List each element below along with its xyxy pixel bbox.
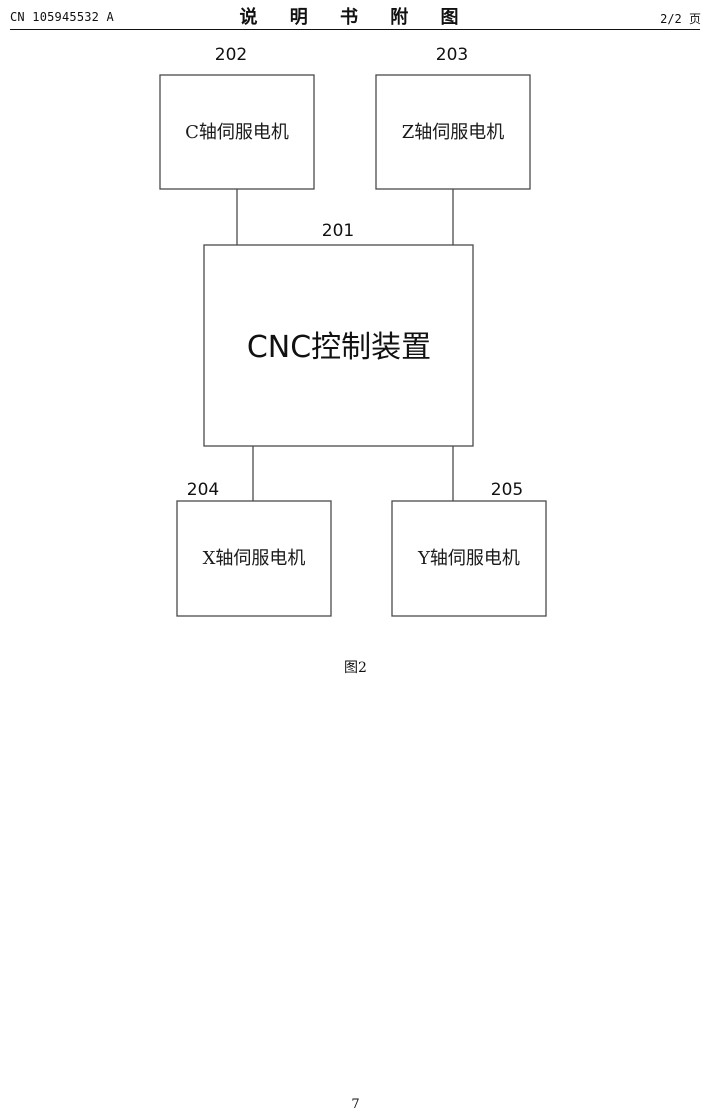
motor-label: Y轴伺服电机 <box>417 548 520 569</box>
ref-label: 201 <box>322 221 354 241</box>
motor-label: X轴伺服电机 <box>203 548 306 569</box>
section-title: 说 明 书 附 图 <box>239 7 472 28</box>
header-rule <box>10 29 700 30</box>
controller-node: 201 CNC控制装置 <box>203 221 474 447</box>
figure-caption: 图2 <box>344 660 367 676</box>
motor-node-z-axis: 203 Z轴伺服电机 <box>375 45 531 190</box>
motor-label: C轴伺服电机 <box>185 122 289 143</box>
controller-box <box>203 244 474 447</box>
page-number: 7 <box>351 1097 360 1112</box>
ref-label: 202 <box>215 45 247 65</box>
motor-label: Z轴伺服电机 <box>402 122 505 143</box>
motor-box <box>391 500 547 617</box>
motor-node-c-axis: 202 C轴伺服电机 <box>159 45 315 190</box>
ref-label: 205 <box>491 480 523 500</box>
motor-box <box>176 500 332 617</box>
motor-node-y-axis: 205 Y轴伺服电机 <box>391 480 547 617</box>
publication-number: CN 105945532 A <box>10 10 114 24</box>
block-diagram: 202 C轴伺服电机 203 Z轴伺服电机 201 CNC控制装置 204 X轴… <box>159 45 547 617</box>
motor-node-x-axis: 204 X轴伺服电机 <box>176 480 332 617</box>
motor-box <box>375 74 531 190</box>
page-header: CN 105945532 A 说 明 书 附 图 2/2 页 <box>0 0 711 32</box>
controller-label: CNC控制装置 <box>247 330 431 365</box>
motor-box <box>159 74 315 190</box>
page-count: 2/2 页 <box>660 12 701 26</box>
ref-label: 204 <box>187 480 219 500</box>
ref-label: 203 <box>436 45 468 65</box>
